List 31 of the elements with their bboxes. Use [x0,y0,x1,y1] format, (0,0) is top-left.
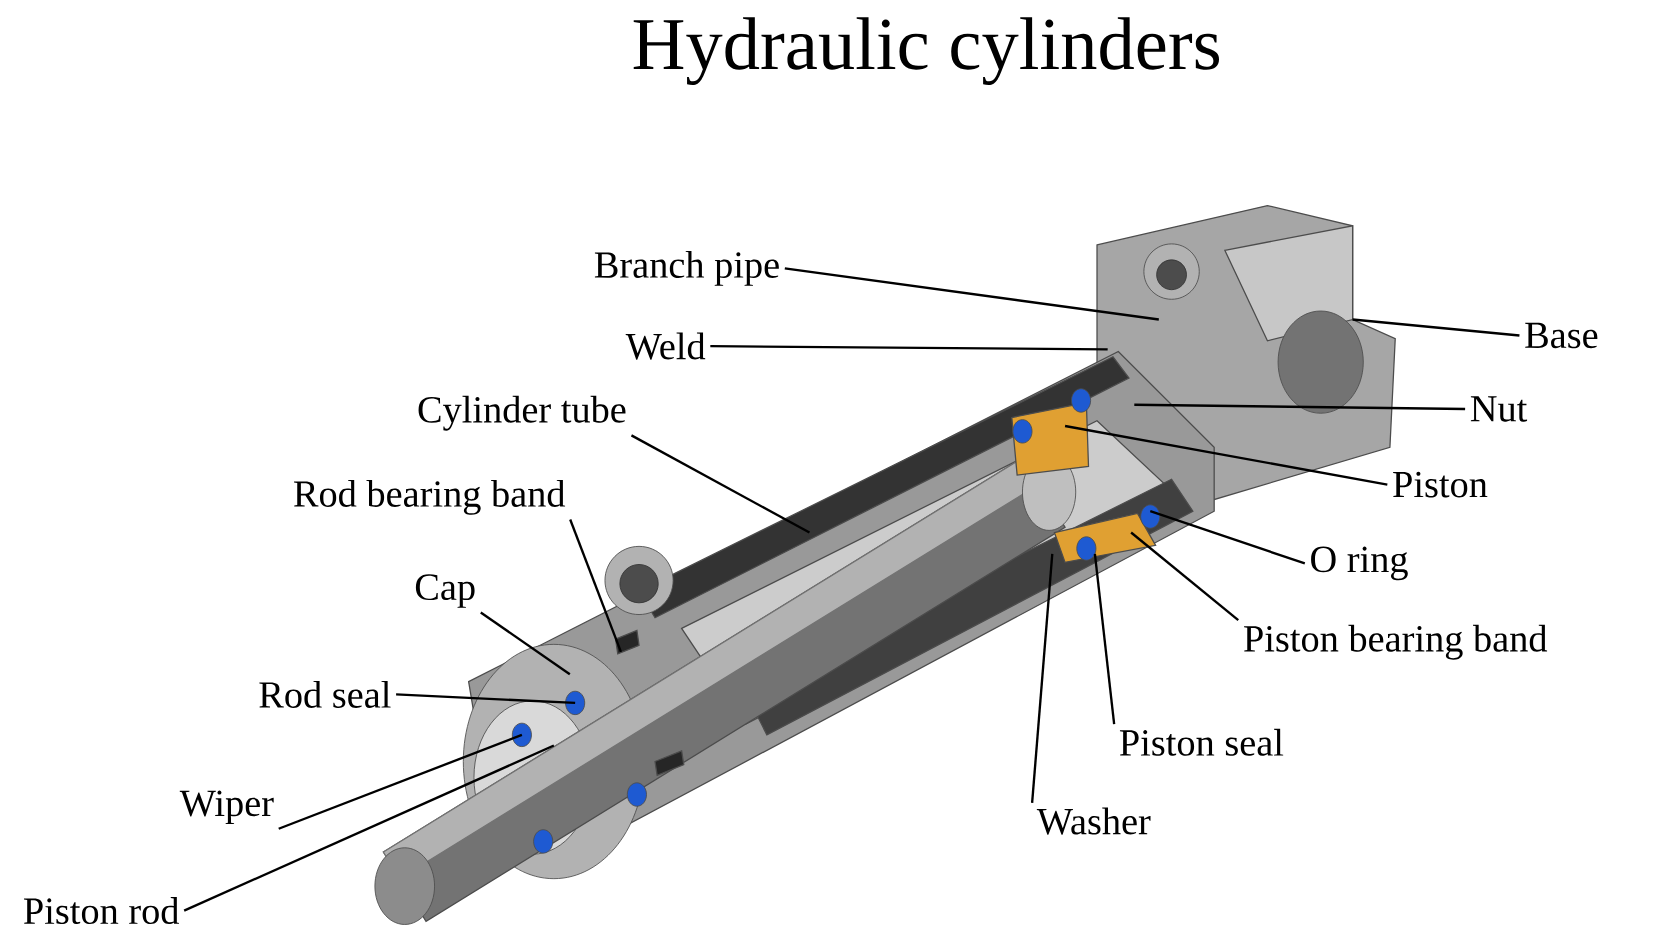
leader-line [278,733,523,830]
part-label: Nut [1470,396,1528,422]
part-label: Piston rod [24,896,179,924]
leader-line [1149,509,1306,565]
leader-line [569,518,623,652]
leader-line [480,611,571,675]
part-label: Wiper [179,790,274,824]
leader-line [1130,531,1239,621]
leader-line [183,744,555,912]
part-label: Piston seal [1119,728,1284,756]
part-label: Rod bearing band [294,479,566,515]
part-label: Cap [415,574,475,608]
part-label: Weld [625,332,706,360]
leader-line [784,267,1159,321]
part-label: Piston [1393,471,1488,498]
part-label: O ring [1311,546,1408,581]
title: Hydraulic cylinders [633,16,1219,85]
leader-line [710,344,1108,351]
part-label: Cylinder tube [418,395,626,431]
leader-line [1352,318,1520,337]
leader-line [396,693,576,704]
leader-line [630,434,810,534]
leader-line [1064,424,1388,486]
part-label: Branch pipe [594,250,779,286]
part-label: Washer [1036,807,1151,835]
leader-line [1134,403,1466,410]
part-label: Base [1525,322,1598,348]
leader-line [1093,553,1116,725]
part-label: Piston bearing band [1244,624,1548,660]
part-label: Rod seal [259,680,391,708]
leader-line [1030,553,1054,803]
